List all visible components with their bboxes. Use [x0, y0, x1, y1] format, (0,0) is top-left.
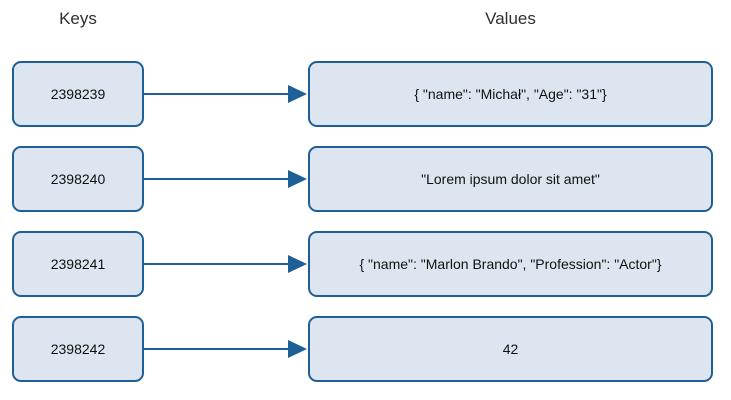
arrow-right-icon: [144, 255, 307, 273]
values-heading: Values: [485, 9, 536, 28]
keys-heading: Keys: [59, 9, 97, 28]
key-box: 2398242: [12, 316, 144, 382]
key-value-row: 2398239 { "name": "Michał", "Age": "31"}: [0, 61, 731, 127]
key-box: 2398239: [12, 61, 144, 127]
arrow-right-icon: [144, 170, 307, 188]
value-box: "Lorem ipsum dolor sit amet": [308, 146, 713, 212]
key-value-row: 2398241 { "name": "Marlon Brando", "Prof…: [0, 231, 731, 297]
value-box: 42: [308, 316, 713, 382]
value-box: { "name": "Michał", "Age": "31"}: [308, 61, 713, 127]
key-value-row: 2398242 42: [0, 316, 731, 382]
key-value-row: 2398240 "Lorem ipsum dolor sit amet": [0, 146, 731, 212]
arrow-right-icon: [144, 340, 307, 358]
arrow-right-icon: [144, 85, 307, 103]
key-box: 2398241: [12, 231, 144, 297]
key-box: 2398240: [12, 146, 144, 212]
value-box: { "name": "Marlon Brando", "Profession":…: [308, 231, 713, 297]
